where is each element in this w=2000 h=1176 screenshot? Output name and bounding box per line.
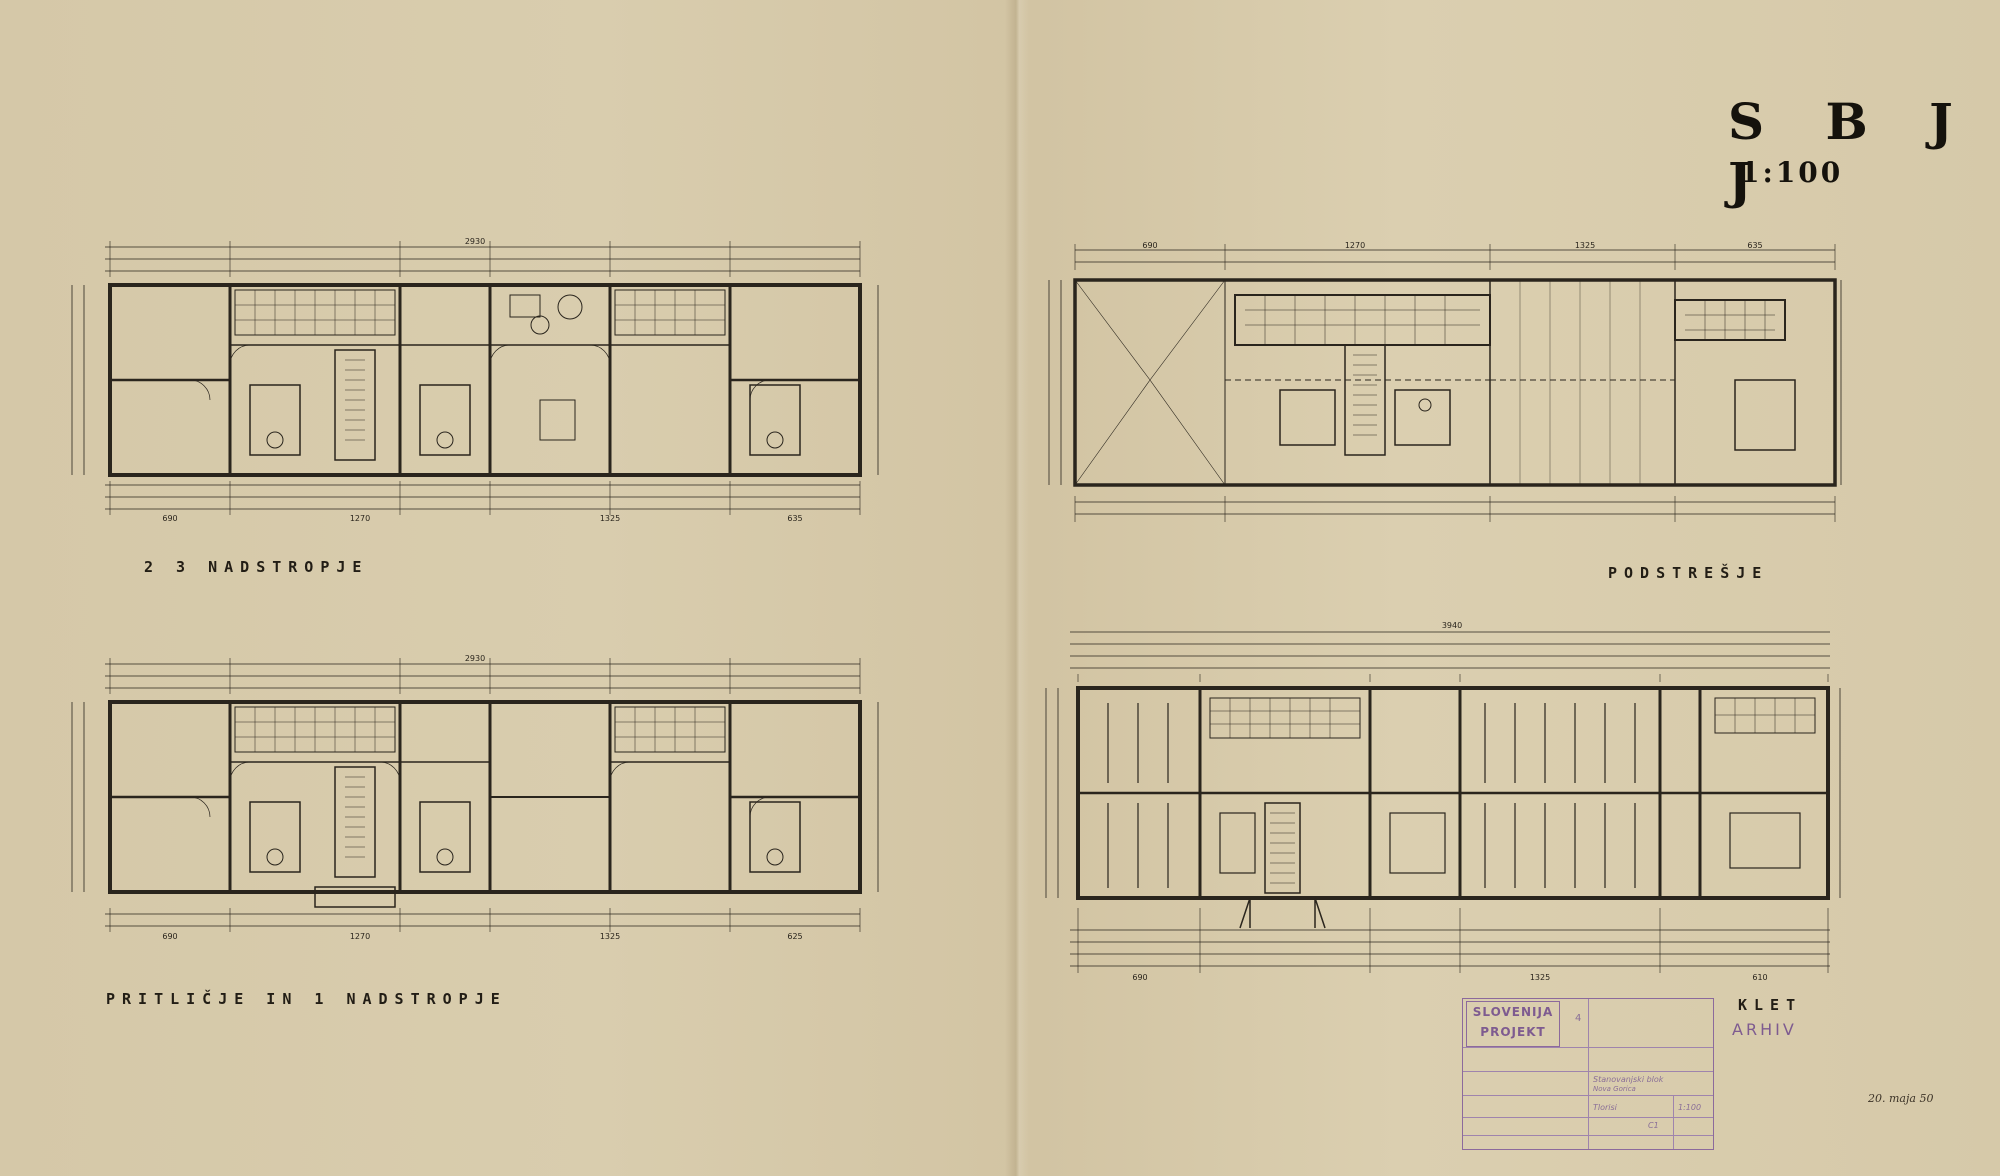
stamp-object: Stanovanjski blok <box>1593 1075 1664 1084</box>
upper-dim-1: 690 <box>162 514 177 523</box>
plan-upper-floors: 2930 690 1270 1325 635 <box>70 235 890 525</box>
basement-dim-2: 1325 <box>1530 973 1550 982</box>
basement-dim-3: 610 <box>1752 973 1767 982</box>
stamp-logo: SLOVENIJA PROJEKT <box>1466 1001 1560 1047</box>
upper-dim-4: 635 <box>787 514 802 523</box>
upper-dim-3: 1325 <box>600 514 620 523</box>
attic-dim-1: 690 <box>1142 241 1157 250</box>
plan-attic: 690 1270 1325 635 <box>1045 240 1845 530</box>
plan-ground-floor: 2930 690 1270 1325 625 <box>70 652 890 947</box>
ground-dim-4: 625 <box>787 932 802 941</box>
margin-date-note: 20. maja 50 <box>1868 1092 1934 1105</box>
ground-dim-2: 1270 <box>350 932 370 941</box>
attic-dim-3: 1325 <box>1575 241 1595 250</box>
plan-upper-floors-drawing: 2930 690 1270 1325 635 <box>71 237 879 523</box>
stamp-column-divider <box>1588 999 1589 1149</box>
title-block-stamp: SLOVENIJA PROJEKT 4 Stanovanjski blok No… <box>1462 998 1714 1150</box>
stamp-sheet-number: 4 <box>1575 1013 1582 1024</box>
upper-total-dimension: 2930 <box>465 237 485 246</box>
plan-attic-drawing: 690 1270 1325 635 <box>1048 241 1842 522</box>
ground-dim-1: 690 <box>162 932 177 941</box>
upper-dim-2: 1270 <box>350 514 370 523</box>
basement-total-dimension: 3940 <box>1442 621 1462 630</box>
ground-total-dimension: 2930 <box>465 654 485 663</box>
plan-basement: 3940 690 1325 610 <box>1040 618 1850 993</box>
label-ground-floor: PRITLIČJE IN 1 NADSTROPJE <box>106 990 507 1008</box>
label-attic: PODSTREŠJE <box>1608 564 1769 582</box>
stamp-content: Tlorisi <box>1593 1103 1617 1112</box>
stamp-place: Nova Gorica <box>1593 1085 1636 1093</box>
label-upper-floors: 2 3 NADSTROPJE <box>144 558 369 576</box>
archive-mark: ARHIV <box>1732 1020 1797 1039</box>
stamp-scale: 1:100 <box>1678 1103 1702 1112</box>
plan-ground-floor-drawing: 2930 690 1270 1325 625 <box>71 654 879 941</box>
paper-fold <box>1005 0 1029 1176</box>
attic-dim-2: 1270 <box>1345 241 1365 250</box>
stamp-column-divider <box>1673 1095 1674 1149</box>
ground-dim-3: 1325 <box>600 932 620 941</box>
label-basement: KLET <box>1738 996 1803 1014</box>
sheet-scale: 1:100 <box>1740 156 1844 189</box>
plan-basement-drawing: 3940 690 1325 610 <box>1045 621 1841 982</box>
sheet-title: S B J J <box>1728 92 1975 210</box>
attic-dim-4: 635 <box>1747 241 1762 250</box>
stamp-sheet-code: C1 <box>1648 1121 1659 1130</box>
basement-dim-1: 690 <box>1132 973 1147 982</box>
